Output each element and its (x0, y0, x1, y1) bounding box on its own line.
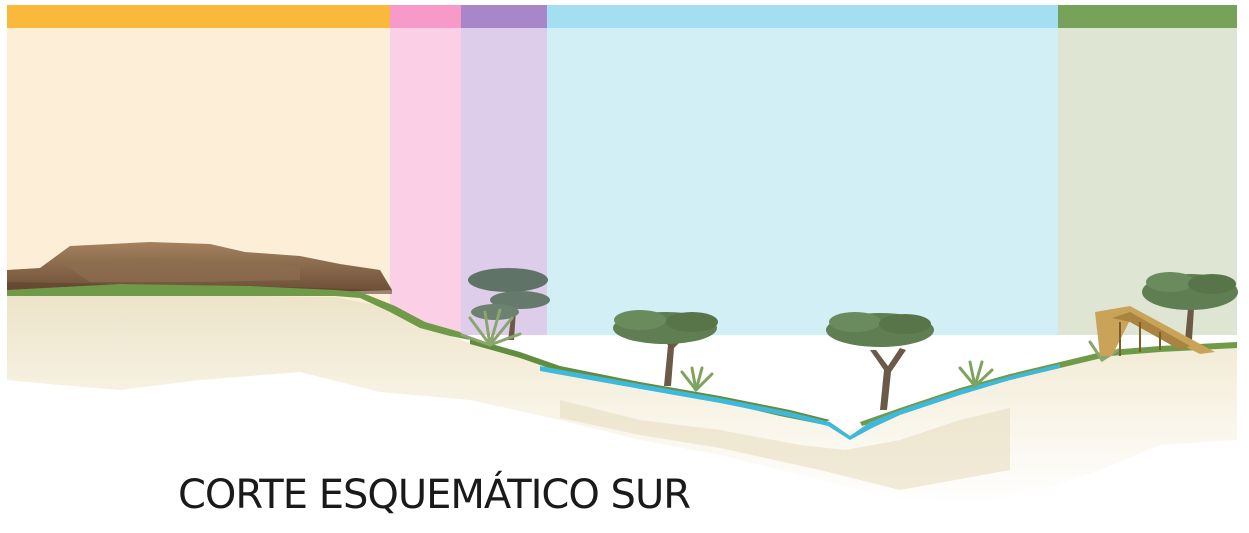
acacia-tree-icon (826, 312, 934, 410)
section-quebrada (547, 5, 1058, 335)
thatched-hut-icon (1095, 306, 1215, 356)
section-fill-escarpe (390, 28, 461, 335)
acacia-tree-icon (1142, 272, 1238, 340)
agave-plant-icon (460, 308, 522, 347)
ground-shadow (560, 400, 1010, 490)
section-bar-escarpe (390, 5, 461, 28)
diagram-title: CORTE ESQUEMÁTICO SUR (178, 472, 691, 518)
acacia-tree-icon (468, 268, 550, 340)
section-escarpe (390, 5, 461, 335)
agave-plant-icon (958, 360, 994, 388)
section-bar-ladera (461, 5, 547, 28)
agave-plant-icon (680, 366, 714, 392)
section-bar-borde (1058, 5, 1237, 28)
plateau-grass (7, 284, 470, 340)
acacia-tree-icon (613, 310, 718, 386)
section-bar-meseta (7, 5, 390, 28)
section-fill-quebrada (547, 28, 1058, 335)
section-bar-quebrada (547, 5, 1058, 28)
